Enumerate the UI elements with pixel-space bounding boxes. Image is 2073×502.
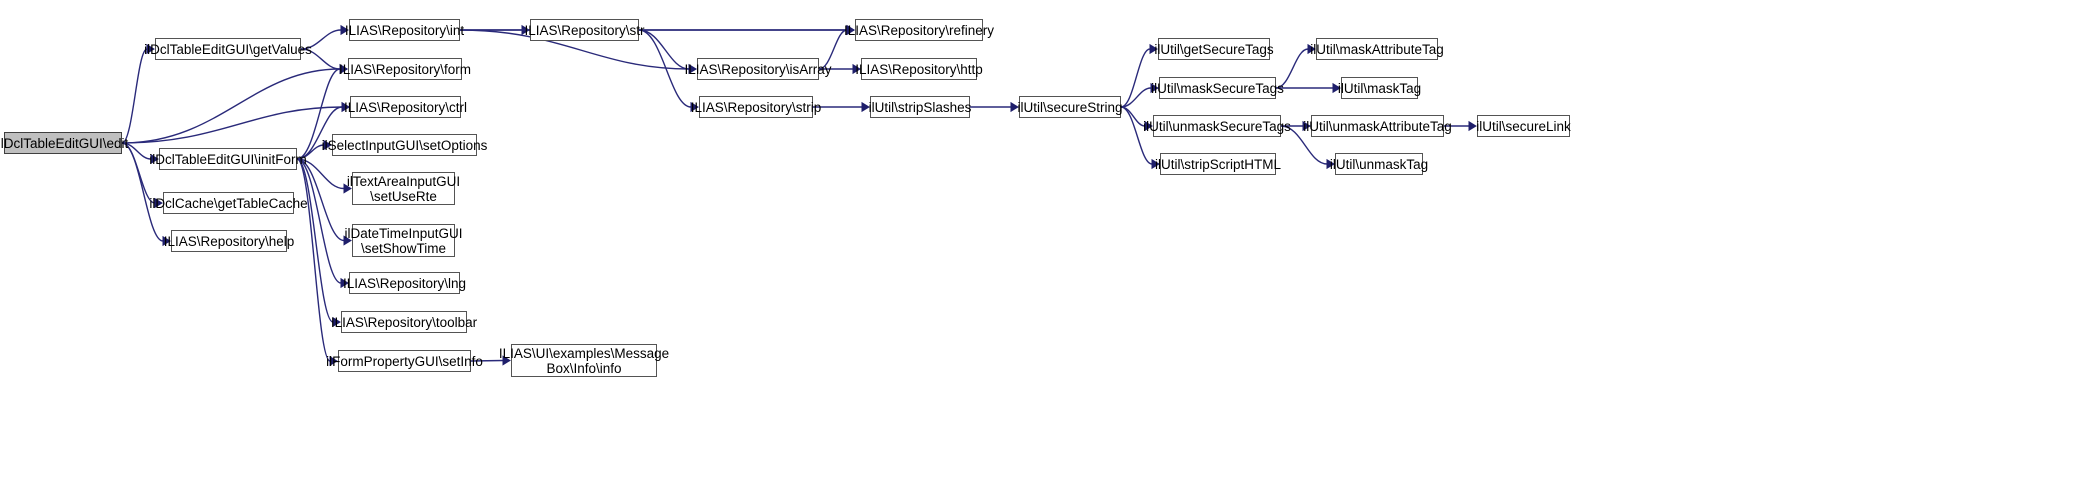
graph-node-setOptions[interactable]: ilSelectInputGUI\setOptions (322, 134, 487, 156)
graph-node-initForm[interactable]: ilDclTableEditGUI\initForm (149, 148, 307, 170)
graph-node-setShowTime[interactable]: ilDateTimeInputGUI \setShowTime (344, 224, 463, 257)
edge-int-to-str (460, 24, 530, 36)
graph-node-help[interactable]: ILIAS\Repository\help (164, 230, 294, 252)
edge-edit-to-ctrl (121, 101, 350, 144)
graph-node-maskSecureTags[interactable]: ilUtil\maskSecureTags (1151, 77, 1284, 99)
graph-node-stripSlashes[interactable]: ilUtil\stripSlashes (869, 96, 971, 118)
edge-str-to-refinery (639, 24, 855, 36)
graph-node-setUseRte[interactable]: ilTextAreaInputGUI \setUseRte (346, 172, 461, 205)
graph-node-getTableCache[interactable]: ilDclCache\getTableCache (149, 192, 308, 214)
graph-node-strip[interactable]: ILIAS\Repository\strip (691, 96, 821, 118)
edge-edit-to-getValues (121, 43, 155, 144)
graph-node-unmaskTag[interactable]: ilUtil\unmaskTag (1330, 153, 1428, 175)
edge-initForm-to-toolbar (296, 158, 341, 328)
graph-node-getValues[interactable]: ilDclTableEditGUI\getValues (144, 38, 312, 60)
graph-node-isArray[interactable]: ILIAS\Repository\isArray (684, 58, 832, 80)
graph-node-secureLink[interactable]: ilUtil\secureLink (1476, 115, 1571, 137)
graph-node-secureString[interactable]: ilUtil\secureString (1017, 96, 1123, 118)
graph-node-maskAttributeTag[interactable]: ilUtil\maskAttributeTag (1310, 38, 1444, 60)
graph-node-form[interactable]: ILIAS\Repository\form (339, 58, 471, 80)
edge-stripSlashes-to-secureString (970, 101, 1019, 113)
graph-node-lng[interactable]: ILIAS\Repository\lng (343, 272, 466, 294)
edge-maskSecureTags-to-maskTag (1276, 82, 1341, 94)
graph-node-messageBoxInfo[interactable]: ILIAS\UI\examples\Message Box\Info\info (498, 344, 670, 377)
graph-node-toolbar[interactable]: ILIAS\Repository\toolbar (331, 311, 477, 333)
graph-node-ctrl[interactable]: ILIAS\Repository\ctrl (344, 96, 467, 118)
graph-node-getSecureTags[interactable]: ilUtil\getSecureTags (1154, 38, 1274, 60)
graph-node-setInfo[interactable]: ilFormPropertyGUI\setInfo (326, 350, 483, 372)
graph-node-refinery[interactable]: ILIAS\Repository\refinery (844, 19, 994, 41)
edge-int-to-refinery (460, 24, 855, 36)
graph-node-stripScriptHTML[interactable]: ilUtil\stripScriptHTML (1155, 153, 1281, 175)
graph-node-unmaskSecureTags[interactable]: ilUtil\unmaskSecureTags (1143, 115, 1291, 137)
edge-strip-to-stripSlashes (813, 101, 870, 113)
graph-node-int[interactable]: ILIAS\Repository\int (345, 19, 464, 41)
graph-node-unmaskAttributeTag[interactable]: ilUtil\unmaskAttributeTag (1303, 115, 1452, 137)
edge-initForm-to-lng (296, 158, 349, 289)
edge-edit-to-form (121, 63, 348, 144)
graph-node-maskTag[interactable]: ilUtil\maskTag (1338, 77, 1421, 99)
graph-node-str[interactable]: ILIAS\Repository\str (524, 19, 645, 41)
edge-initForm-to-setInfo (296, 158, 338, 367)
graph-node-edit[interactable]: ilDclTableEditGUI\edit (0, 132, 128, 154)
edge-secureString-to-getSecureTags (1120, 43, 1158, 108)
graph-node-http[interactable]: ILIAS\Repository\http (855, 58, 983, 80)
